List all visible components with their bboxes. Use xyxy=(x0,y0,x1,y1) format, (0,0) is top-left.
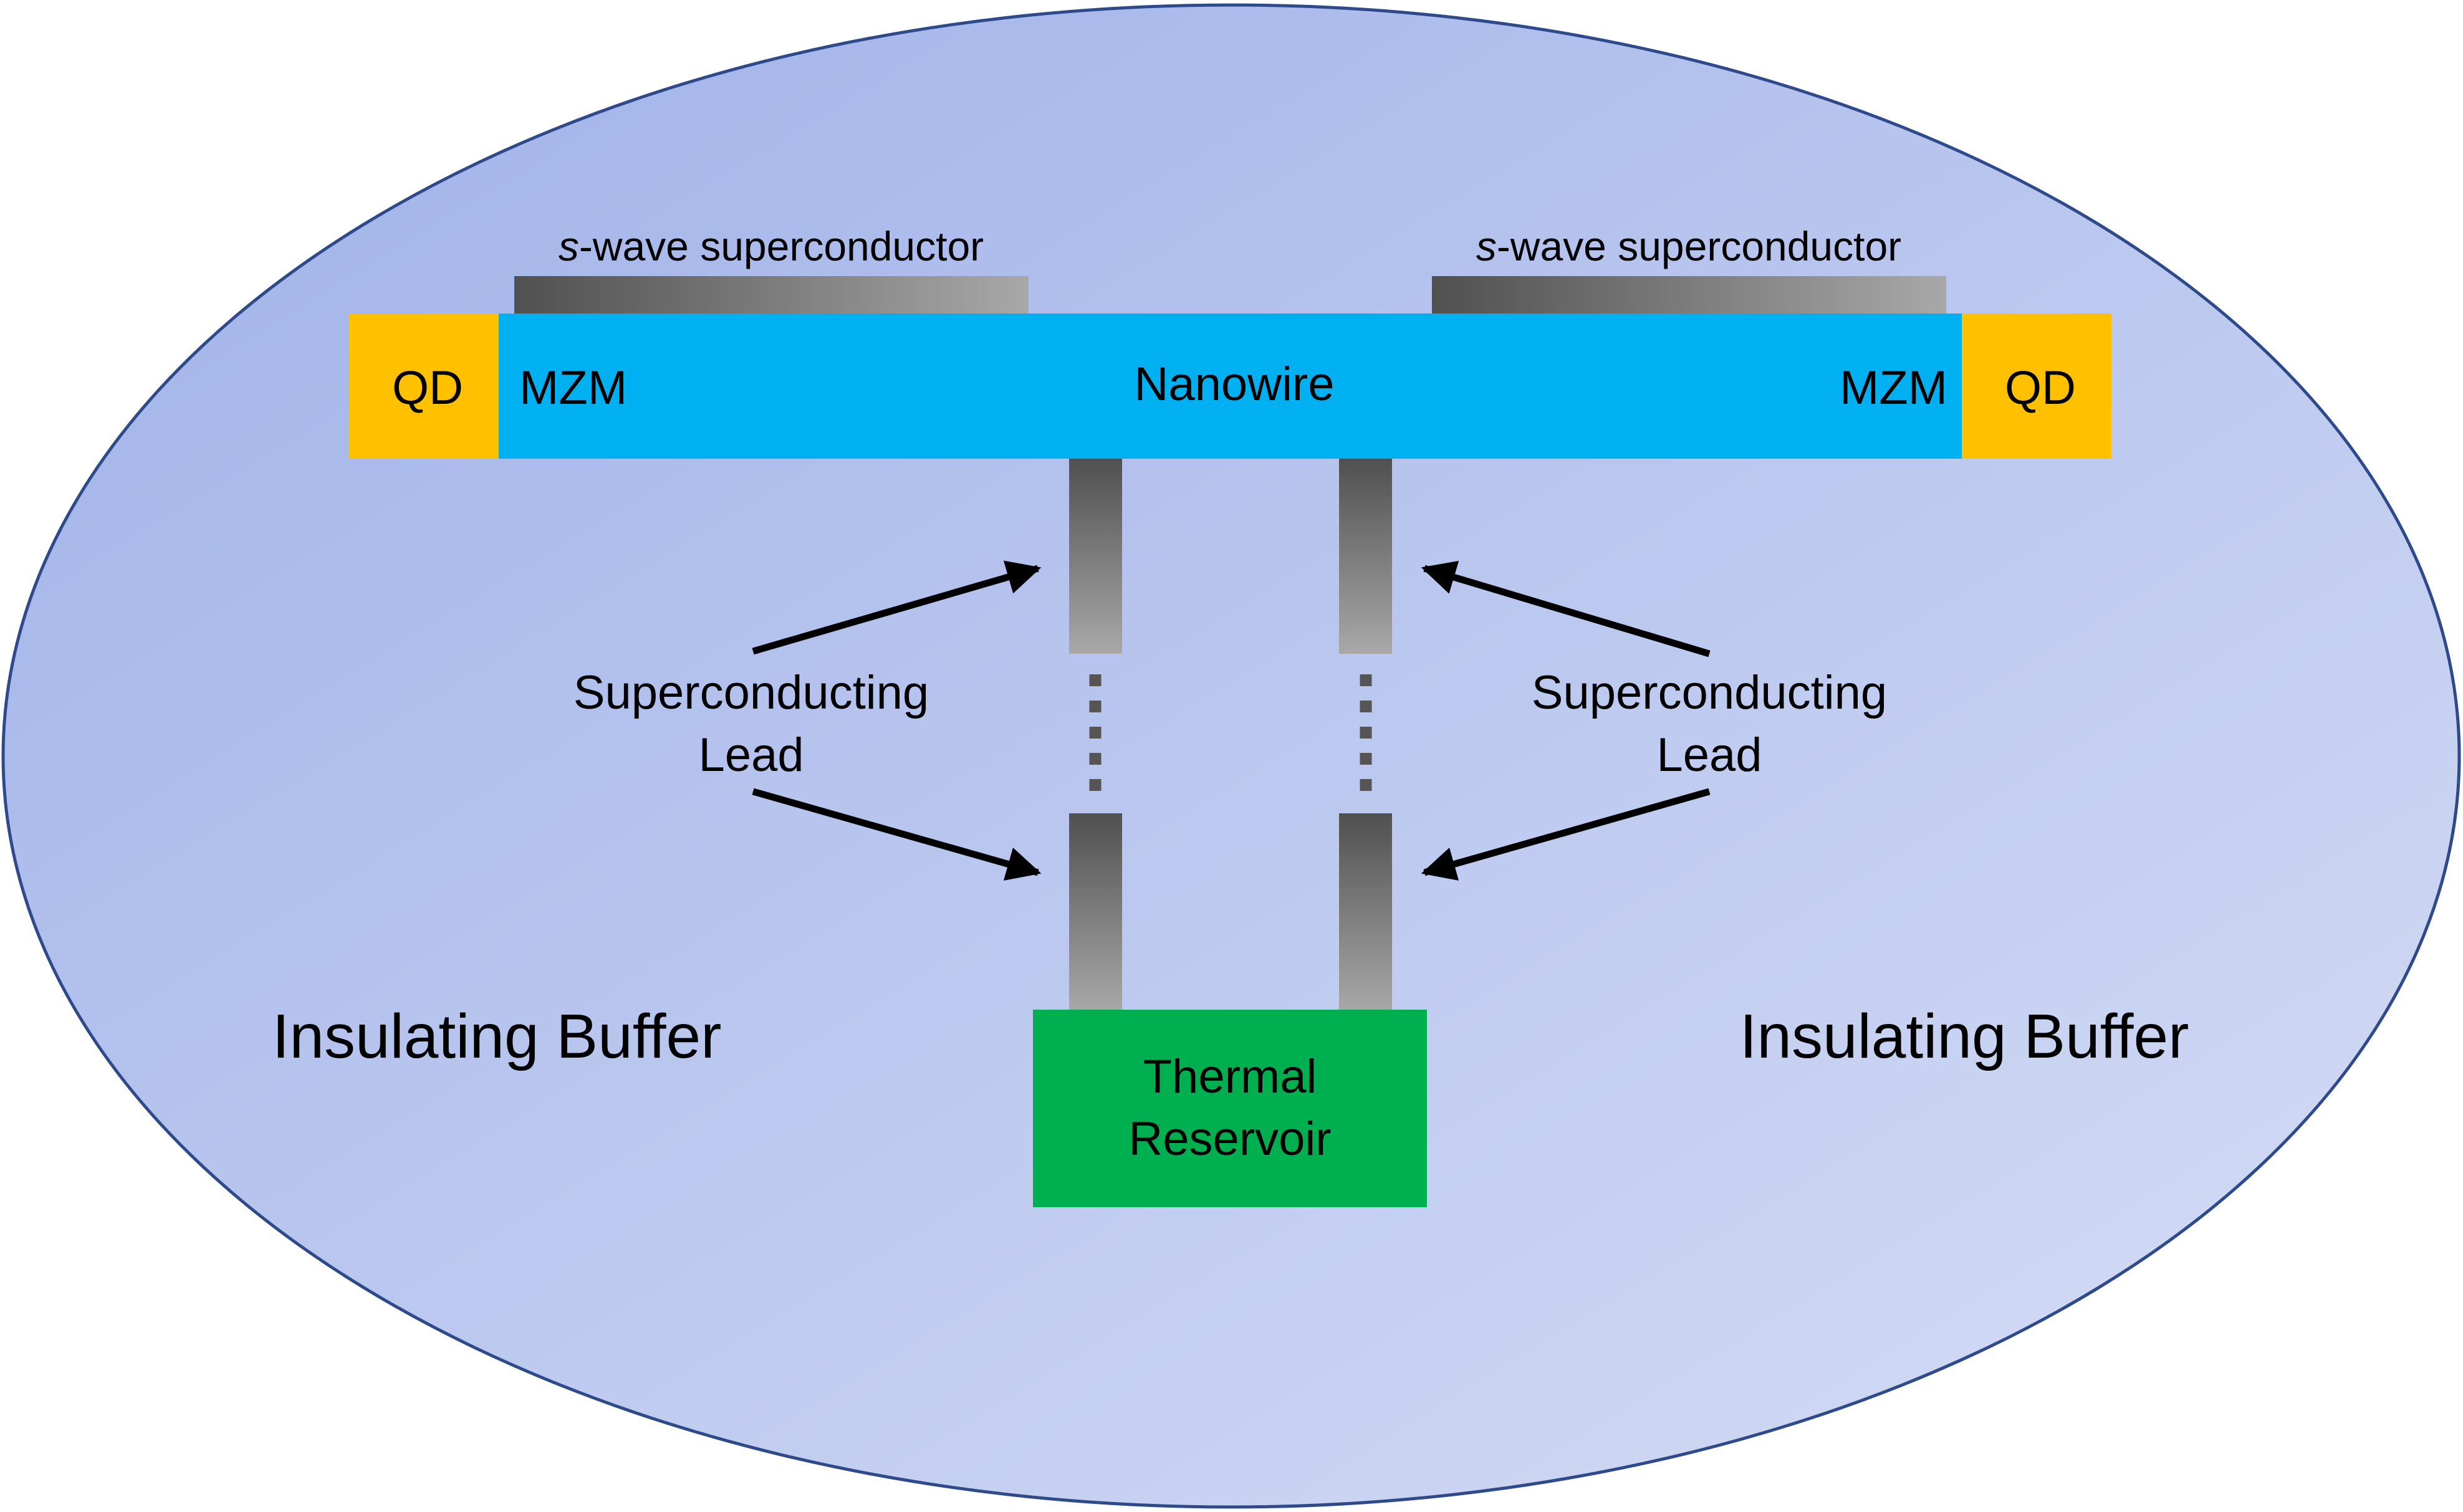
right-lead-label-line1: Superconducting xyxy=(1532,666,1887,719)
nanowire-label: Nanowire xyxy=(1134,358,1334,411)
left-lead-lower xyxy=(1069,813,1122,1011)
right-lead-lower xyxy=(1339,813,1392,1011)
left-qd-label: QD xyxy=(392,361,463,414)
left-arrow-upper xyxy=(752,560,1042,655)
right-mzm-label: MZM xyxy=(1840,361,1947,414)
left-arrow-lower xyxy=(752,788,1042,881)
left-lead-label-line2: Lead xyxy=(698,729,804,782)
thermal-reservoir xyxy=(1033,1010,1427,1207)
insulating-buffer-ellipse xyxy=(1,3,2461,1509)
right-s-wave-label: s-wave superconductor xyxy=(1476,223,1901,269)
left-mzm-label: MZM xyxy=(519,361,627,414)
right-qd-label: QD xyxy=(2005,361,2076,414)
left-s-wave-prefix: s xyxy=(559,223,579,269)
right-s-wave-suffix: -wave superconductor xyxy=(1497,223,1901,269)
left-s-wave-suffix: -wave superconductor xyxy=(579,223,984,269)
left-lead-upper xyxy=(1069,459,1122,654)
right-arrow-lower xyxy=(1421,788,1711,881)
left-lead-label-line1: Superconducting xyxy=(574,666,929,719)
nanowire-bar xyxy=(499,313,1962,459)
left-s-wave-label: s-wave superconductor xyxy=(559,223,984,269)
right-lead-label-line2: Lead xyxy=(1656,729,1762,782)
right-s-wave-prefix: s xyxy=(1476,223,1497,269)
thermal-reservoir-line2: Reservoir xyxy=(1128,1112,1331,1165)
right-quantum-dot xyxy=(1962,313,2111,459)
right-lead-upper xyxy=(1339,459,1392,654)
left-insulating-buffer-label: Insulating Buffer xyxy=(272,1002,722,1071)
left-s-wave-superconductor xyxy=(514,276,1029,313)
right-insulating-buffer-label: Insulating Buffer xyxy=(1740,1002,2189,1071)
left-quantum-dot xyxy=(349,313,499,459)
right-arrow-upper xyxy=(1421,560,1711,658)
thermal-reservoir-line1: Thermal xyxy=(1143,1050,1317,1103)
right-s-wave-superconductor xyxy=(1432,276,1946,313)
